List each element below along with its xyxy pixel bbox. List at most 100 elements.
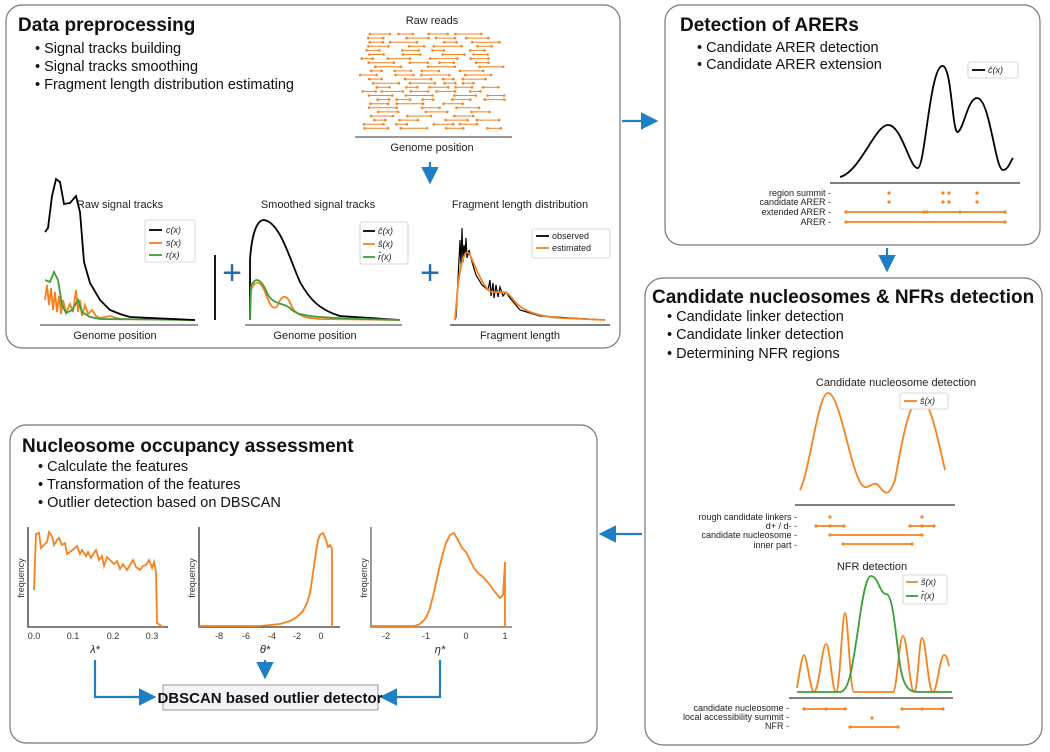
read-end: [451, 122, 455, 126]
theta-histogram: -8 -6 -4 -2 0 frequency θ*: [187, 527, 340, 656]
read-end: [386, 57, 390, 60]
read-end: [498, 40, 501, 44]
read-end: [431, 98, 435, 101]
tick-label: -6: [242, 631, 250, 641]
read-end: [479, 32, 483, 36]
read-end: [417, 49, 421, 52]
read-end: [375, 73, 378, 77]
read-end: [481, 69, 485, 73]
read-end: [412, 73, 415, 77]
legend-label: ŝ(x): [920, 396, 935, 406]
read-end: [453, 90, 457, 93]
panel-title: Detection of ARERs: [680, 15, 859, 36]
read-end: [451, 98, 454, 101]
read-end: [408, 98, 412, 101]
read-end: [403, 77, 407, 81]
bullet: • Candidate ARER detection: [697, 40, 879, 56]
x-axis-label: λ*: [89, 644, 100, 656]
read-end: [452, 114, 456, 118]
bullet: • Signal tracks smoothing: [35, 59, 198, 75]
read-end: [503, 98, 506, 101]
read-end: [469, 98, 472, 101]
read-end: [432, 122, 436, 126]
read-end: [369, 114, 373, 118]
tick-label: 0.2: [107, 631, 120, 641]
read-end: [405, 86, 408, 89]
read-end: [458, 122, 462, 126]
read-end: [408, 81, 412, 85]
read-end: [382, 36, 385, 40]
dbscan-detector-box: [162, 684, 379, 711]
read-end: [462, 127, 465, 130]
read-end: [365, 49, 368, 52]
read-end: [401, 90, 405, 93]
read-end: [441, 77, 445, 81]
read-end: [399, 127, 402, 130]
read-end: [483, 98, 486, 101]
read-end: [391, 94, 394, 97]
read-end: [368, 53, 371, 56]
row-label: candidate nucleosome -: [693, 703, 789, 713]
raw-reads-title: Raw reads: [406, 15, 459, 27]
read-end: [422, 45, 426, 48]
read-end: [405, 36, 408, 40]
read-end: [393, 69, 396, 73]
tick-label: 0: [463, 631, 468, 641]
read-end: [367, 106, 371, 110]
read-end: [431, 49, 434, 52]
x-axis-label: Genome position: [390, 142, 473, 154]
read-end: [452, 77, 455, 81]
read-end: [444, 127, 448, 130]
read-end: [358, 73, 362, 77]
plot-title: Raw signal tracks: [77, 199, 164, 211]
read-end: [376, 110, 380, 114]
read-end: [456, 57, 459, 60]
read-end: [367, 45, 370, 48]
read-end: [407, 45, 411, 48]
read-end: [375, 86, 379, 89]
read-end: [421, 102, 425, 105]
read-end: [453, 81, 457, 85]
read-end: [420, 106, 424, 110]
read-end: [360, 57, 364, 60]
read-end: [429, 77, 433, 81]
read-end: [395, 102, 399, 105]
read-end: [368, 40, 372, 44]
read-end: [463, 73, 467, 77]
read-end: [373, 118, 376, 122]
read-end: [486, 53, 489, 56]
read-end: [395, 106, 398, 110]
legend-label: r̂(x): [921, 590, 935, 601]
read-end: [497, 86, 500, 89]
arer-markers: [844, 191, 1007, 224]
read-end: [446, 110, 449, 114]
read-end: [499, 127, 503, 130]
read-end: [469, 57, 472, 60]
smoothed-signal-plot: Smoothed signal tracks ĉ(x) ŝ(x) r̂(x) G…: [214, 199, 409, 342]
read-end: [437, 69, 441, 73]
read-end: [458, 69, 462, 73]
read-end: [471, 114, 475, 118]
read-end: [395, 98, 398, 101]
tick-label: 0.1: [67, 631, 80, 641]
read-end: [395, 122, 398, 126]
y-axis-label: frequency: [16, 558, 26, 598]
read-end: [421, 98, 424, 101]
read-end: [374, 90, 377, 93]
read-end: [424, 110, 428, 114]
read-end: [405, 122, 409, 126]
read-end: [488, 110, 491, 114]
read-end: [429, 114, 433, 118]
read-end: [502, 94, 506, 97]
data-preprocessing-panel: Data preprocessing • Signal tracks build…: [5, 4, 621, 349]
read-end: [426, 90, 430, 93]
read-end: [454, 32, 457, 36]
x-axis-label: Genome position: [73, 330, 156, 342]
read-end: [487, 57, 490, 60]
read-end: [416, 118, 420, 122]
tick-label: -2: [382, 631, 390, 641]
x-axis-label: θ*: [260, 644, 271, 656]
read-end: [497, 118, 501, 122]
read-end: [391, 114, 395, 118]
read-end: [442, 40, 446, 44]
